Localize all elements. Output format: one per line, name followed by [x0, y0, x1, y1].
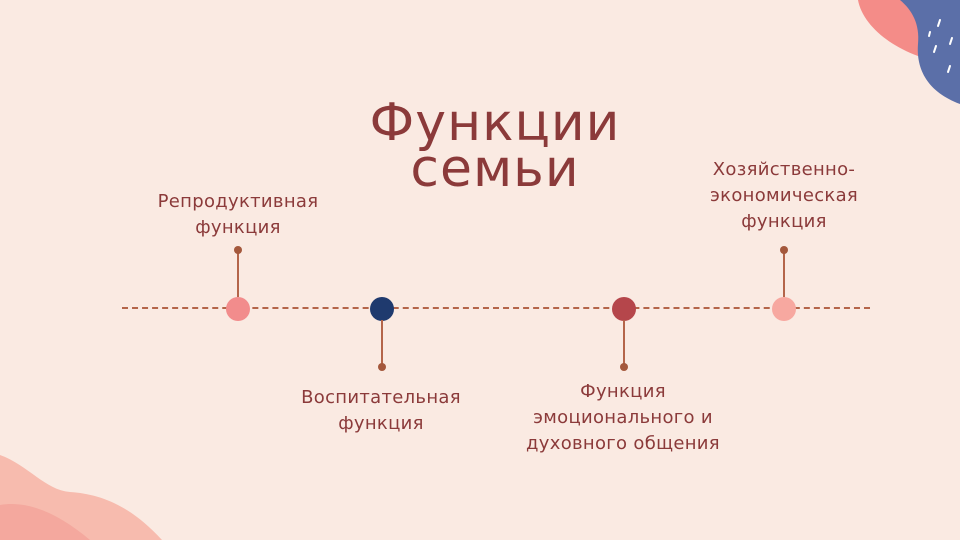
- label-emotional: Функция эмоционального и духовного общен…: [526, 381, 720, 454]
- stem-educational: [381, 320, 383, 366]
- stem-tip-reproductive: [234, 246, 242, 254]
- stem-tip-emotional: [620, 363, 628, 371]
- stem-tip-educational: [378, 363, 386, 371]
- stem-emotional: [623, 320, 625, 366]
- stem-economic: [783, 251, 785, 297]
- node-educational: [370, 297, 394, 321]
- node-economic: [772, 297, 796, 321]
- stem-tip-economic: [780, 246, 788, 254]
- coral-blob-bottom-left: [0, 504, 90, 540]
- node-reproductive: [226, 297, 250, 321]
- node-emotional: [612, 297, 636, 321]
- slide-title: Функции семьи: [369, 93, 621, 199]
- label-economic: Хозяйственно-экономическая функция: [709, 159, 859, 232]
- label-reproductive: Репродуктивная функция: [157, 191, 319, 238]
- blob-speckles: [928, 19, 953, 73]
- blue-blob-top-right: [900, 0, 960, 104]
- label-educational: Воспитательная функция: [301, 387, 461, 434]
- timeline-line: [122, 307, 870, 309]
- stem-reproductive: [237, 251, 239, 297]
